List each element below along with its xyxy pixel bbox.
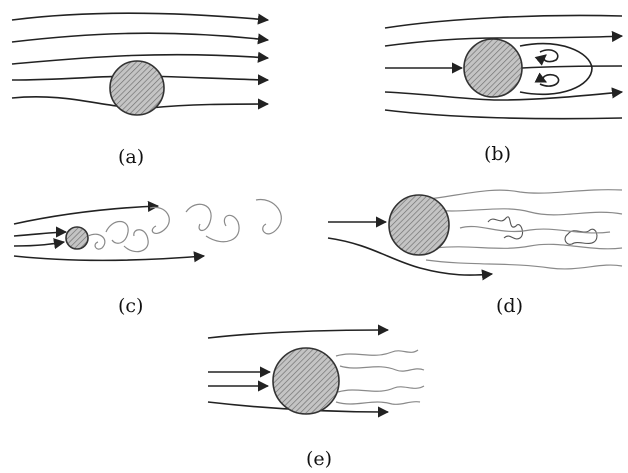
streamline: [12, 13, 268, 20]
streamline: [14, 206, 158, 224]
streamline: [12, 33, 268, 42]
vortex-street: [256, 199, 281, 233]
turbulent-wake: [432, 209, 622, 215]
streamline: [522, 66, 622, 68]
turbulent-wake: [426, 260, 622, 269]
turbulent-eddies: [460, 226, 610, 232]
turbulent-wake: [336, 402, 420, 405]
streamline: [14, 242, 64, 246]
turbulent-wake: [340, 366, 424, 371]
vortex-upper: [540, 50, 558, 62]
streamline: [385, 110, 622, 119]
hatched-cylinder: [389, 195, 449, 255]
panel-c: (c): [14, 199, 281, 317]
vortex-street: [106, 222, 128, 244]
panel-label-d: (d): [496, 295, 523, 317]
panel-b: (b): [385, 16, 622, 166]
wake-bubble: [520, 44, 592, 95]
panel-label-a: (a): [118, 146, 144, 168]
panel-a: (a): [12, 13, 268, 168]
vortex-street: [186, 204, 211, 230]
turbulent-wake: [420, 190, 622, 200]
streamline: [14, 232, 66, 236]
streamline: [385, 16, 622, 29]
panel-e: (e): [208, 330, 424, 470]
panel-label-e: (e): [306, 448, 332, 470]
hatched-cylinder: [464, 39, 522, 97]
vortex-lower: [540, 75, 559, 86]
streamline: [14, 256, 204, 261]
hatched-cylinder: [110, 61, 164, 115]
turbulent-wake: [338, 386, 424, 392]
vortex-street: [150, 207, 169, 233]
panel-label-b: (b): [484, 143, 511, 165]
vortex-street: [88, 234, 105, 249]
panel-d: (d): [328, 190, 622, 317]
turbulent-wake: [436, 244, 622, 249]
panel-label-c: (c): [118, 295, 143, 317]
hatched-cylinder: [66, 227, 88, 249]
turbulent-wake: [336, 350, 418, 356]
streamline: [208, 330, 388, 338]
turbulent-eddies: [488, 217, 523, 239]
hatched-cylinder: [273, 348, 339, 414]
